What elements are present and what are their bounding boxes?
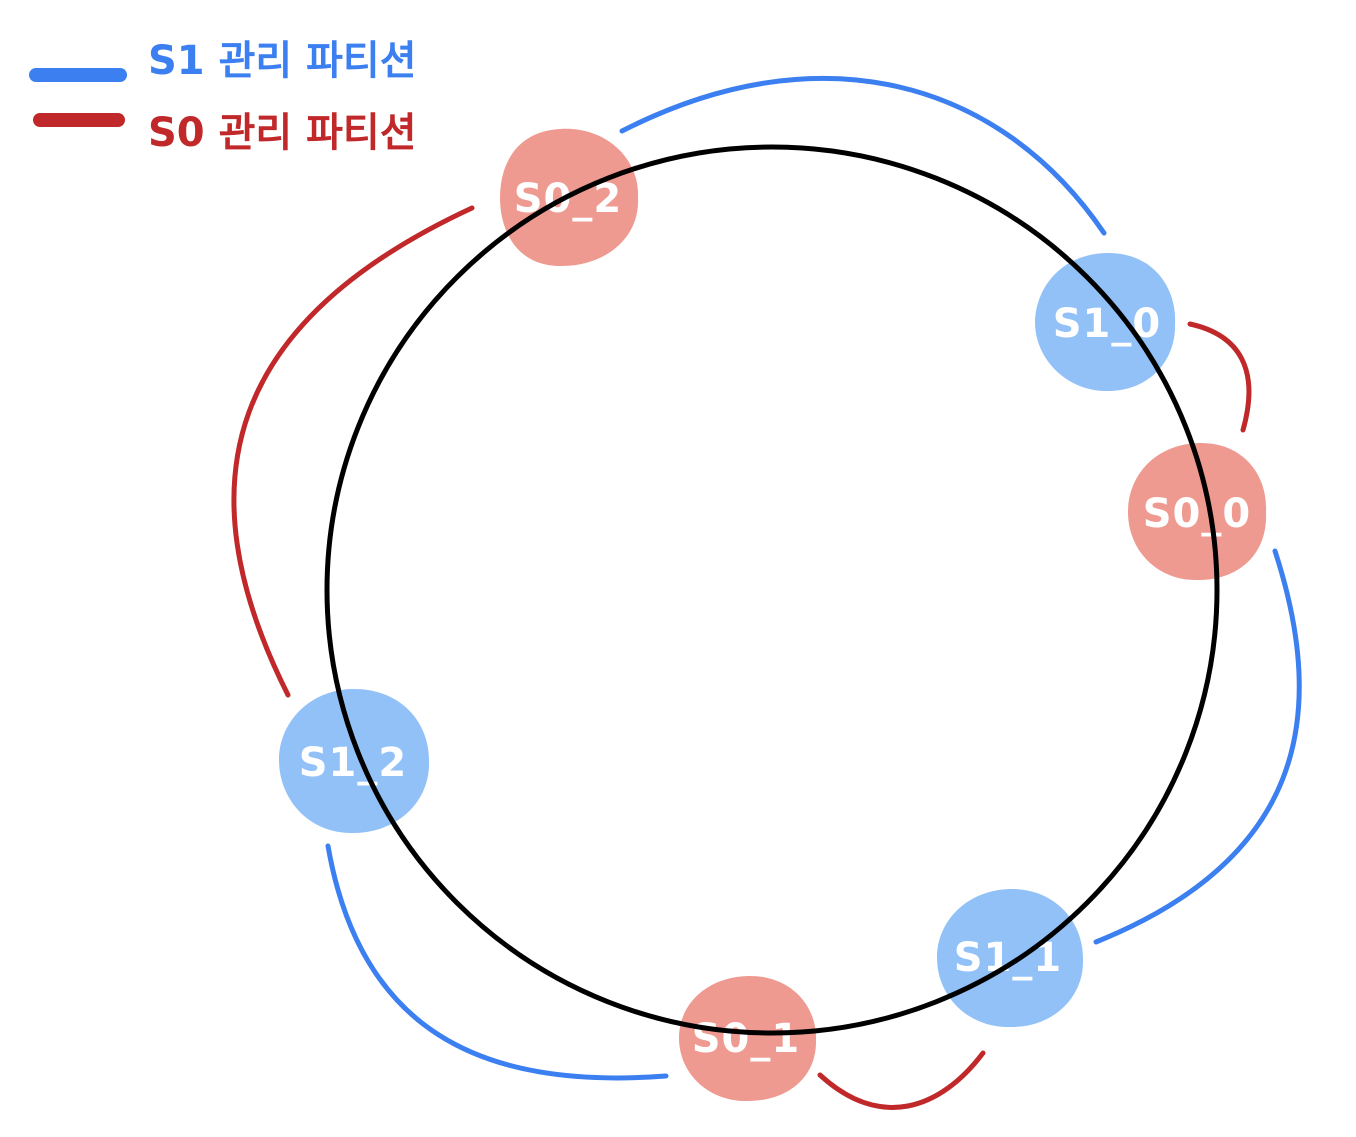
node-s1_2-blob xyxy=(279,688,430,834)
partition-arc-s0_0-to-s1_1 xyxy=(1093,548,1302,945)
node-s1_0-label: S1_0 xyxy=(1053,301,1161,347)
legend: S1 관리 파티션 S0 관리 파티션 xyxy=(29,38,417,156)
node-s1_1: S1_1 xyxy=(937,888,1084,1028)
node-s0_1: S0_1 xyxy=(679,975,817,1102)
node-s0_1-label: S0_1 xyxy=(692,1016,800,1062)
node-s1_2-label: S1_2 xyxy=(299,740,407,786)
node-s1_2: S1_2 xyxy=(279,688,430,834)
partition-arc-s0_2-to-s1_0 xyxy=(619,75,1107,236)
partition-arc-s1_1-to-s0_1 xyxy=(817,1050,986,1110)
partition-arc-s0_1-to-s1_2 xyxy=(325,843,669,1081)
node-s1_0: S1_0 xyxy=(1035,252,1176,392)
node-s0_1-blob xyxy=(679,975,817,1102)
node-s1_0-blob xyxy=(1035,252,1176,392)
partition-arc-s1_2-to-s0_2 xyxy=(231,205,475,698)
hash-ring xyxy=(324,144,1220,1036)
partition-arc-s1_0-to-s0_0 xyxy=(1187,321,1252,433)
node-s0_0-label: S0_0 xyxy=(1143,491,1251,537)
legend-s1-label: S1 관리 파티션 xyxy=(148,38,417,84)
legend-s0-label: S0 관리 파티션 xyxy=(148,110,417,156)
node-s0_0-blob xyxy=(1128,442,1267,581)
partition-arcs xyxy=(231,75,1302,1110)
nodes: S0_2 S1_0 S0_0 S1_1 S0_1 S1_2 xyxy=(279,128,1267,1102)
node-s0_0: S0_0 xyxy=(1128,442,1267,581)
node-s1_1-blob xyxy=(937,888,1084,1028)
